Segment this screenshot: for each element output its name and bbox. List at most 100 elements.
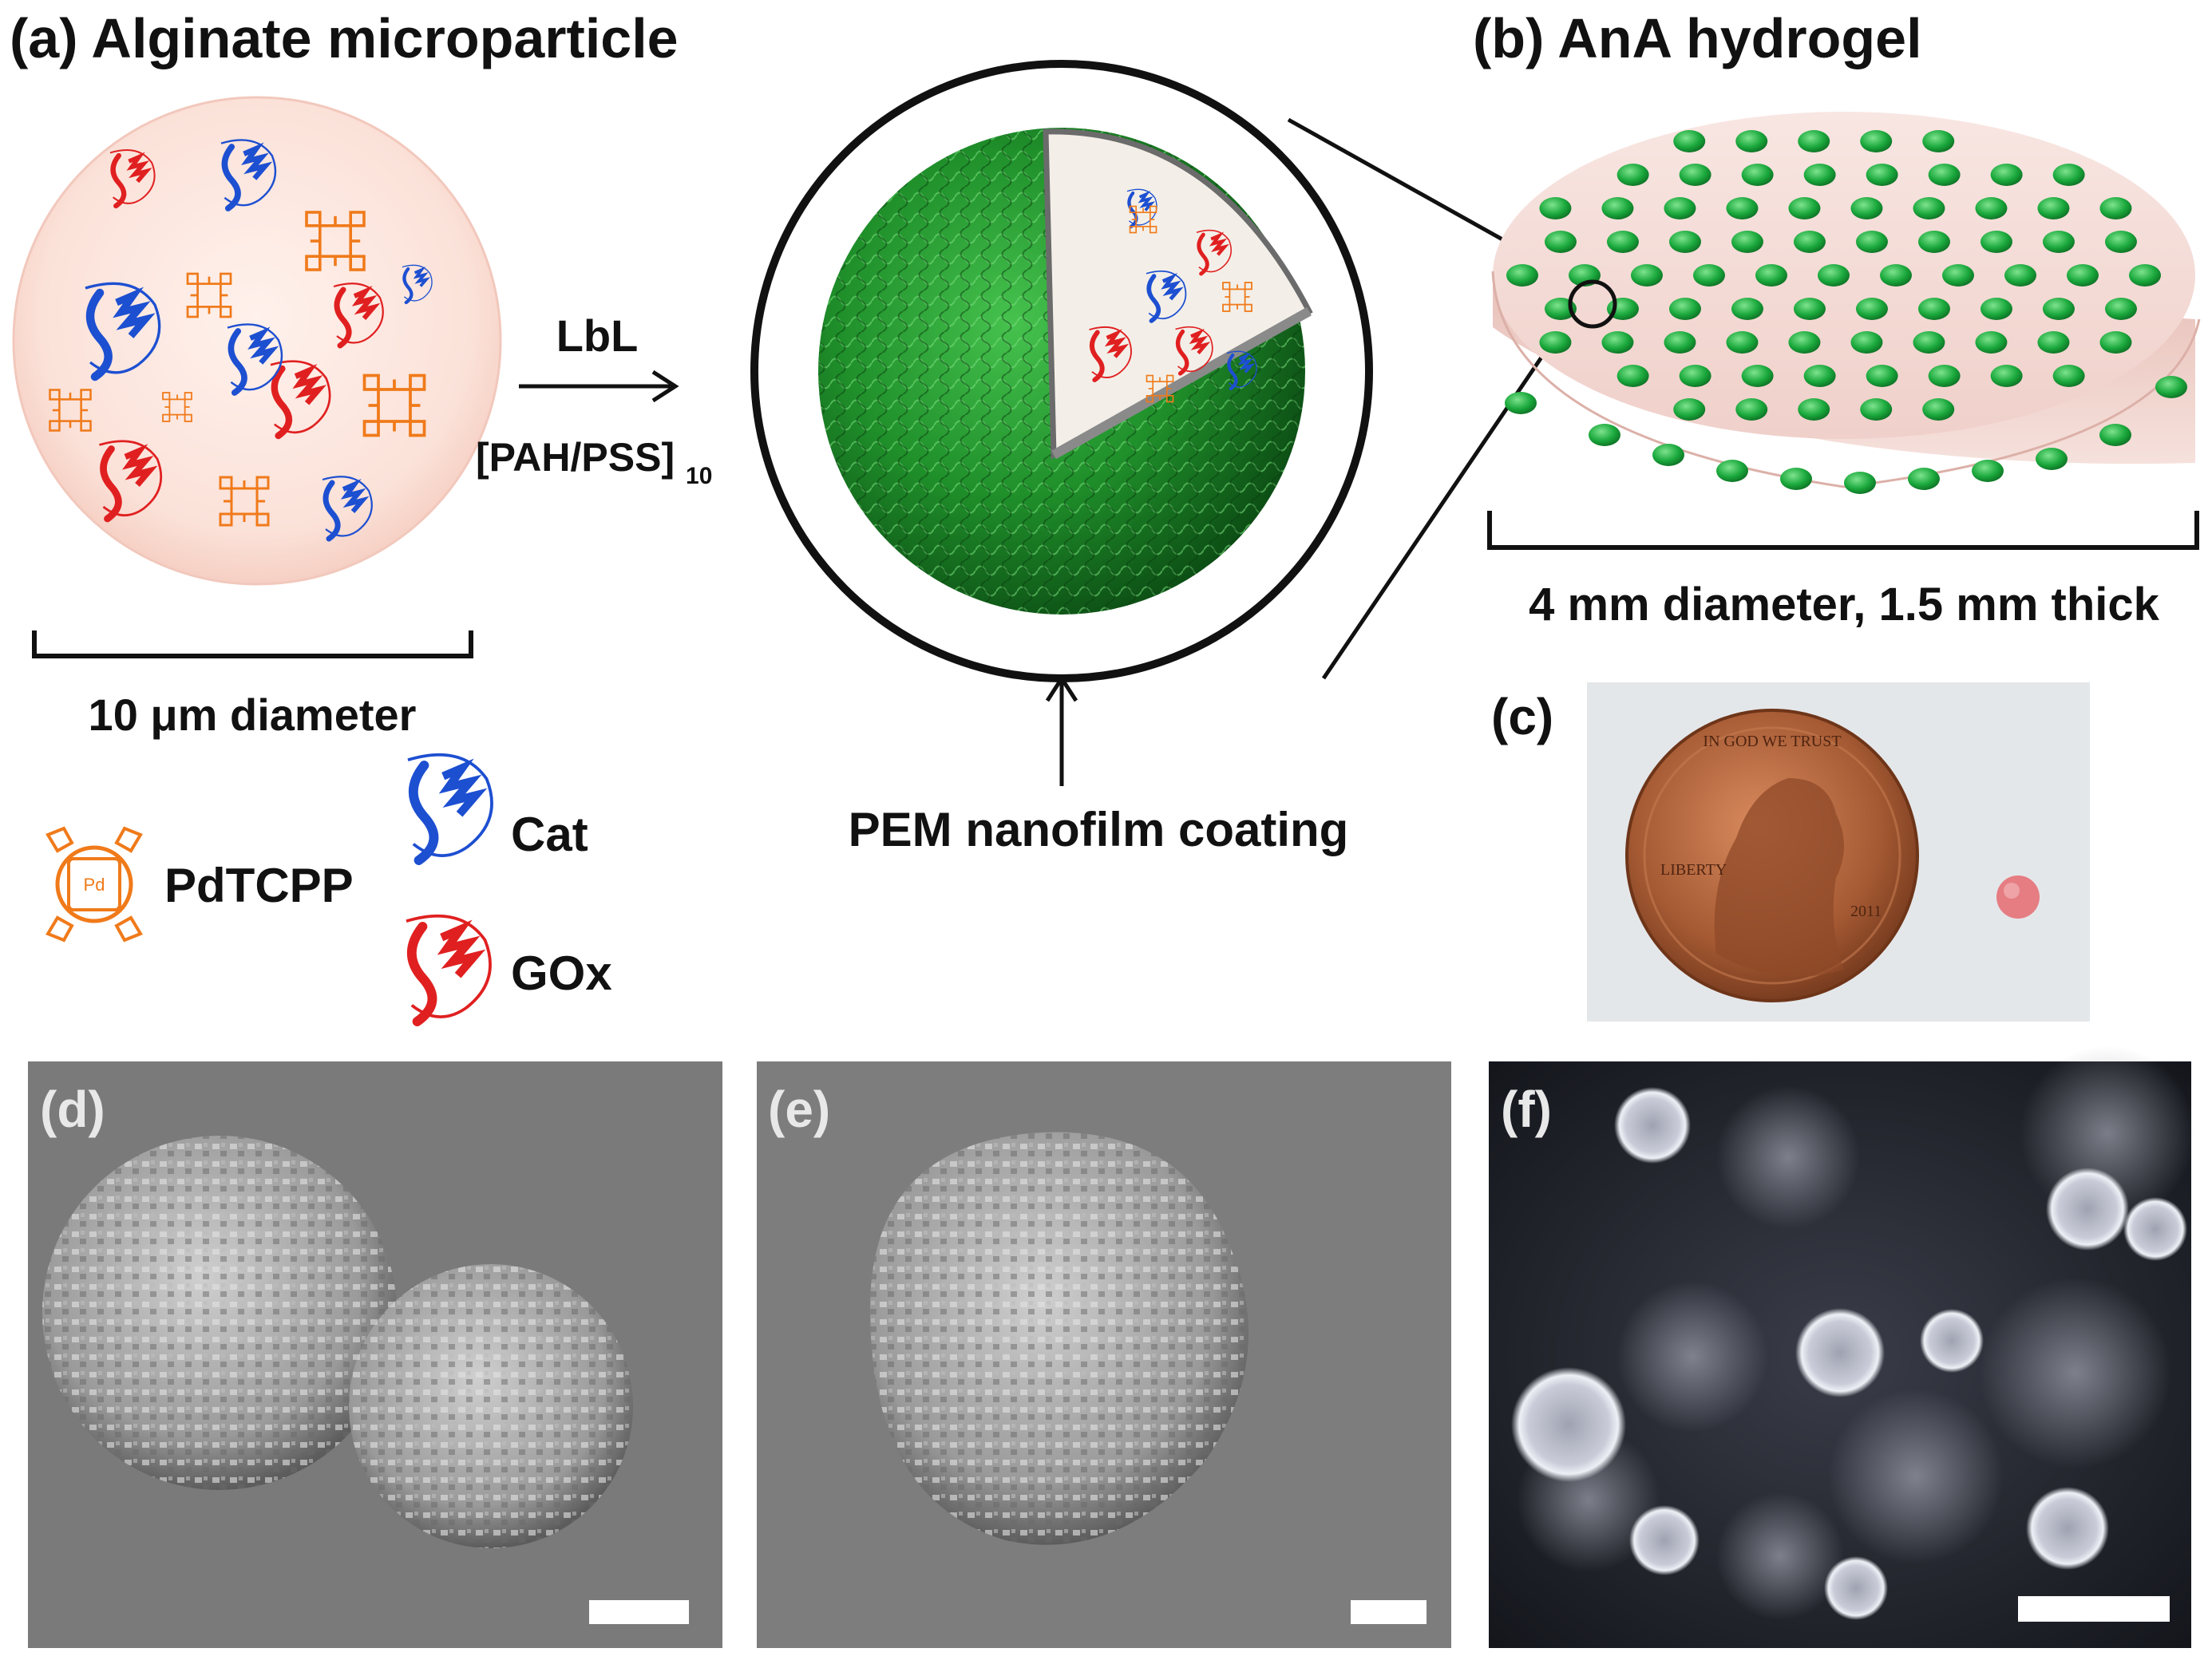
- microparticle-dot: [1922, 398, 1955, 421]
- coating-label: PEM nanofilm coating: [849, 803, 1349, 856]
- alginate-microparticle: [12, 96, 502, 586]
- legend-cat-label: Cat: [511, 808, 588, 861]
- microparticle-dot: [2052, 164, 2085, 186]
- diameter-label-a: 10 μm diameter: [89, 690, 417, 740]
- microparticle-dot: [2042, 231, 2075, 253]
- microparticle-dot: [2067, 264, 2099, 287]
- microparticle-dot: [1673, 398, 1706, 421]
- microparticle-dot: [1990, 365, 2023, 387]
- microparticle-dot: [1928, 365, 1961, 387]
- fluorescent-particle: [2123, 1197, 2187, 1261]
- panel-a-title: (a) Alginate microparticle: [10, 7, 679, 69]
- microparticle-dot: [1788, 331, 1821, 354]
- microparticle-dot: [1880, 264, 1912, 287]
- microparticle-dot: [2129, 264, 2161, 287]
- coated-microparticle: [750, 60, 1373, 682]
- fluorescent-particle: [1824, 1556, 1888, 1620]
- microparticle-dot: [1913, 197, 1945, 219]
- scale-bar-e: [1351, 1600, 1427, 1624]
- microparticle-dot: [1544, 231, 1577, 253]
- microparticle-dot: [1860, 130, 1893, 152]
- microparticle-dot: [1741, 365, 1774, 387]
- cat-icon: [408, 755, 492, 860]
- microparticle-dot: [1803, 164, 1836, 186]
- lbl-label: LbL: [556, 310, 639, 361]
- microparticle-dot: [1606, 231, 1639, 253]
- microparticle-dot: [2099, 424, 2131, 446]
- microparticle-dot: [1855, 298, 1888, 320]
- microparticle-dot: [1731, 231, 1763, 253]
- microparticle-dot: [1679, 164, 1711, 186]
- microparticle-dot: [1735, 398, 1768, 421]
- microparticle-dot: [1917, 231, 1950, 253]
- layer-formula: [PAH/PSS] 10: [476, 435, 712, 489]
- scale-bracket-b: [1487, 511, 2199, 550]
- sem-image-two-particles: [28, 1061, 722, 1648]
- microparticle-dot: [1780, 468, 1812, 490]
- scale-bar-f: [2018, 1596, 2170, 1622]
- microparticle-dot: [1539, 197, 1572, 219]
- microparticle-dot: [1726, 197, 1759, 219]
- microparticle-dot: [1798, 130, 1830, 152]
- microparticle-dot: [1601, 197, 1634, 219]
- microparticle-dot: [1980, 231, 2012, 253]
- coin-year: 2011: [1850, 903, 1882, 920]
- microparticle-dot: [1616, 365, 1649, 387]
- microparticle-dot: [1673, 130, 1706, 152]
- microparticle-dot: [1716, 460, 1748, 482]
- microparticle-dot: [2037, 331, 2070, 354]
- fluorescent-particle: [1614, 1087, 1691, 1164]
- microparticle-dot: [1735, 130, 1768, 152]
- microparticle-dot: [1928, 164, 1961, 186]
- fluorescent-particle: [1795, 1308, 1885, 1397]
- microparticle-dot: [2004, 264, 2036, 287]
- fluorescent-particle: [1920, 1309, 1984, 1373]
- coating-arrow: [1045, 674, 1078, 786]
- hydrogel-disc: [1491, 112, 2201, 494]
- panel-b-title: (b) AnA hydrogel: [1473, 7, 1922, 69]
- microparticle-dot: [1755, 264, 1787, 287]
- fluorescent-particle: [1629, 1505, 1700, 1575]
- microparticle-dot: [2104, 298, 2137, 320]
- microparticle-dot: [2104, 231, 2137, 253]
- size-label-b: 4 mm diameter, 1.5 mm thick: [1529, 579, 2160, 630]
- pdtcpp-center-label: Pd: [84, 875, 105, 895]
- microparticle-dot: [2037, 197, 2070, 219]
- blurred-particle: [1828, 1389, 2004, 1564]
- sem-image-single-particle: [757, 1061, 1451, 1648]
- microparticle-dot: [2052, 365, 2085, 387]
- microparticle-dot: [1505, 392, 1537, 414]
- microparticle-dot: [1631, 264, 1663, 287]
- microparticle-dot: [1803, 365, 1836, 387]
- coin-liberty: LIBERTY: [1660, 861, 1727, 879]
- microparticle-dot: [1539, 331, 1572, 354]
- microparticle-dot: [1726, 331, 1759, 354]
- microparticle-dot: [1922, 130, 1955, 152]
- microparticle-dot: [1731, 298, 1763, 320]
- microparticle-dot: [1601, 331, 1634, 354]
- microparticle-dot: [1693, 264, 1725, 287]
- microparticle-dot: [1942, 264, 1974, 287]
- microparticle-dot: [1668, 231, 1701, 253]
- microparticle-dot: [1980, 298, 2012, 320]
- microparticle-dot: [1908, 468, 1940, 490]
- microparticle-dot: [1913, 331, 1945, 354]
- blurred-particle: [1716, 1492, 1844, 1620]
- microparticle-dot: [1972, 460, 2004, 482]
- microparticle-dot: [1589, 424, 1620, 446]
- scale-bar-d: [589, 1600, 689, 1624]
- fluorescent-particle: [2026, 1487, 2109, 1570]
- microparticle-dot: [1741, 164, 1774, 186]
- scale-bracket-a: [32, 630, 473, 658]
- microscopy-image-particles: [1489, 1045, 2195, 1648]
- microparticle-dot: [1788, 197, 1821, 219]
- microparticle-dot: [1844, 472, 1876, 494]
- microparticle-dot: [2099, 331, 2132, 354]
- microparticle-dot: [1917, 298, 1950, 320]
- legend-gox-label: GOx: [511, 947, 612, 1000]
- layer-formula-main: [PAH/PSS]: [476, 435, 675, 480]
- panel-d-letter: (d): [40, 1081, 105, 1138]
- coin-motto: IN GOD WE TRUST: [1703, 733, 1841, 750]
- hydrogel-sample: [1996, 875, 2040, 919]
